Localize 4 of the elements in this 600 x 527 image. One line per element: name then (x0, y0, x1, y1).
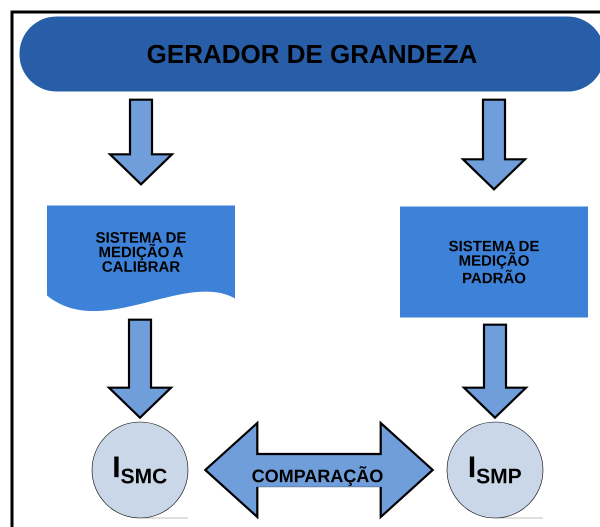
title-banner: GERADOR DE GRANDEZA (20, 16, 600, 92)
edge-label: COMPARAÇÃO (250, 465, 384, 487)
document-box: SISTEMA DE MEDIÇÃO A CALIBRAR (47, 206, 235, 311)
process-box: SISTEMA DE MEDIÇÃO PADRÃO (400, 206, 588, 318)
